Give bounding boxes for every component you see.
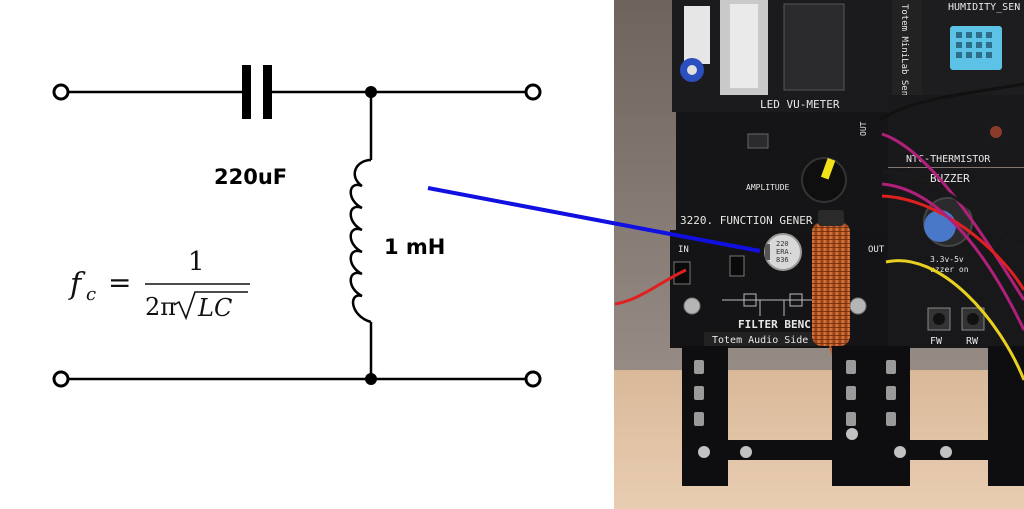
button-rw-cap — [967, 313, 979, 325]
cutoff-frequency-formula: f c = 1 2π LC — [68, 247, 250, 322]
silkscreen-schematic — [722, 293, 820, 316]
inductor-coil-top-cap — [818, 210, 844, 226]
humidity-sensor-grid — [956, 32, 992, 58]
mount-screw-left — [683, 297, 701, 315]
thermistor-part — [990, 126, 1002, 138]
top-connector-block — [684, 6, 710, 64]
sensor-side-panel — [892, 0, 922, 112]
function-generator-board — [676, 112, 888, 230]
rw-label: RW — [966, 336, 979, 347]
formula-sqrt-sign — [173, 291, 248, 321]
terminal-bottom-left — [52, 370, 70, 388]
terminal-bottom-right — [524, 370, 542, 388]
photo-edge — [612, 0, 614, 509]
button-fw-cap — [933, 313, 945, 325]
buzzer-sticker — [924, 210, 956, 242]
inductor-coil-body — [812, 222, 850, 346]
vu-meter-label: LED VU-METER — [760, 98, 840, 111]
photo-tabletop — [613, 370, 1024, 509]
inductor-label: 1 mH — [384, 235, 445, 259]
cap-marking-3: 836 — [776, 256, 789, 264]
rail-holes — [694, 360, 896, 426]
buzzer-note: uzzer on — [930, 265, 969, 274]
voltage-label: 3.3v-5v — [930, 255, 964, 264]
capacitor-label: 220uF — [214, 165, 287, 189]
inductor-coil — [349, 158, 372, 324]
in-label: IN — [678, 245, 689, 255]
fw-label: FW — [930, 336, 943, 347]
function-generator-label: 3220. FUNCTION GENER — [680, 214, 813, 227]
out-top-label: OUT — [859, 121, 868, 136]
formula-denominator-prefix: 2π — [145, 293, 176, 321]
formula-radicand: LC — [197, 294, 232, 322]
wire-red-right — [881, 194, 1024, 291]
formula-numerator: 1 — [188, 247, 205, 277]
cap-marking-2: ERA. — [776, 248, 793, 256]
audio-side-strip — [704, 332, 824, 346]
amplitude-knob — [801, 157, 847, 203]
amplitude-label: AMPLITUDE — [746, 183, 790, 192]
buzzer-label: BUZZER — [930, 172, 970, 185]
wire-yellow — [885, 259, 1024, 381]
out-label: OUT — [868, 245, 885, 255]
capacitor-stripe — [765, 244, 770, 260]
terminal-top-right — [524, 83, 542, 101]
wire-black-1 — [881, 170, 1024, 252]
formula-equals: = — [108, 266, 131, 299]
rail-brackets — [682, 346, 1024, 486]
mount-screw-right — [849, 297, 867, 315]
trimmer-knob — [687, 65, 697, 75]
capacitor-plate-right — [263, 65, 272, 119]
ntc-label: NTC-THERMISTOR — [906, 154, 991, 165]
wire-red-left — [614, 268, 687, 306]
terminal-top-left — [52, 83, 70, 101]
top-header-block — [783, 3, 845, 91]
vu-meter-window — [730, 4, 758, 88]
rail-screws — [698, 428, 952, 458]
audio-side-label: Totem Audio Side — [712, 335, 808, 346]
cap-marking-1: 220 — [776, 240, 789, 248]
wire-purple-top — [879, 82, 1024, 122]
schematic — [52, 65, 542, 388]
formula-subscript: c — [86, 284, 96, 305]
capacitor-plate-left — [242, 65, 251, 119]
wire-purple-2 — [881, 182, 1024, 331]
filter-bench-label: FILTER BENC — [738, 318, 811, 331]
fg-chip — [747, 133, 769, 149]
mid-header — [729, 255, 745, 277]
humidity-label: HUMIDITY_SEN — [948, 2, 1020, 13]
formula-f: f — [68, 267, 86, 302]
hardware-photo: LED VU-METER Totem MiniLab Sensor Side P… — [612, 0, 1024, 509]
pointer-line — [427, 186, 761, 253]
amplitude-knob-indicator — [820, 157, 836, 180]
